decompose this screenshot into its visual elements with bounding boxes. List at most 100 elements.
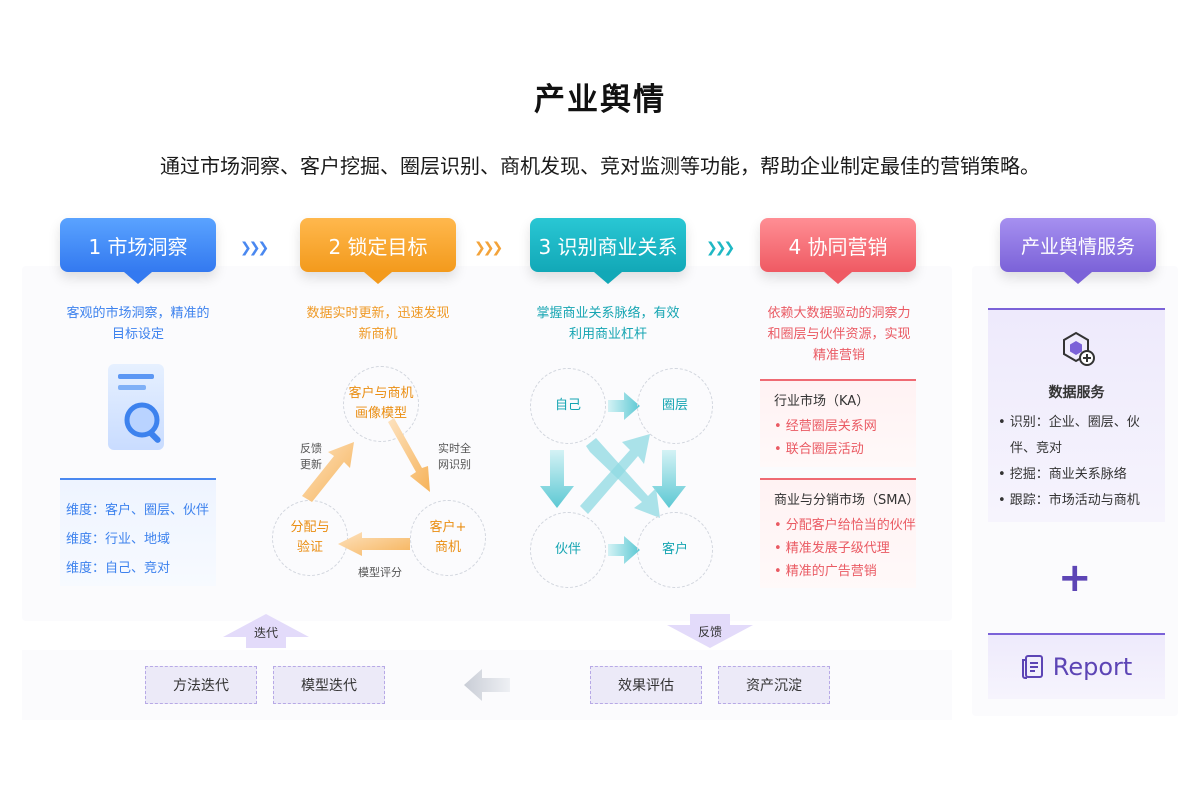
- step-lock-target: 2 锁定目标: [300, 218, 456, 284]
- description-line: 目标设定: [111, 327, 164, 342]
- service-item: • 挖掘：商业关系脉络: [998, 467, 1127, 482]
- step-label: 3 识别商业关系: [538, 234, 678, 259]
- service-item: • 识别：企业、圈层、伙: [998, 415, 1140, 430]
- feedback-label: 反馈: [697, 625, 722, 639]
- description-line: 精准营销: [812, 348, 865, 363]
- iterate-tag: 迭代: [222, 613, 310, 649]
- node-self: 自己: [530, 368, 606, 444]
- method-iteration-button[interactable]: 方法迭代: [145, 666, 257, 704]
- description-line: 新商机: [358, 327, 398, 342]
- ka-item: • 经营圈层关系网: [774, 419, 877, 434]
- edge-label-realtime: 实时全网识别: [438, 441, 471, 473]
- description-line: 利用商业杠杆: [568, 327, 647, 342]
- data-service-card: 数据服务 • 识别：企业、圈层、伙 伴、竞对 • 挖掘：商业关系脉络 • 跟踪：…: [988, 308, 1165, 522]
- edge-label-feedback: 反馈更新: [300, 441, 322, 473]
- service-item: 伴、竞对: [1010, 441, 1063, 456]
- left-arrow-icon: [464, 669, 510, 701]
- edge-label-line: 实时全: [438, 442, 471, 455]
- arrow-self-circle: [608, 392, 640, 420]
- description-line: 和圈层与伙伴资源，实现: [767, 327, 911, 342]
- arrow-self-customer: [586, 438, 660, 518]
- report-card: Report: [988, 633, 1165, 699]
- asset-accumulation-button[interactable]: 资产沉淀: [718, 666, 830, 704]
- arrow-feedback: [302, 442, 354, 502]
- feedback-tag: 反馈: [666, 613, 754, 649]
- cycle-arrows: [302, 418, 430, 556]
- description-line: 掌握商业关系脉络，有效: [536, 306, 680, 321]
- step-pointer: [594, 272, 622, 284]
- node-customer: 客户: [637, 512, 713, 588]
- dimension-item: 维度：行业、地域: [66, 532, 171, 547]
- step-pointer: [124, 272, 152, 284]
- lock-target-description: 数据实时更新，迅速发现 新商机: [290, 303, 466, 345]
- sma-item: • 分配客户给恰当的伙伴: [774, 518, 916, 533]
- description-line: 数据实时更新，迅速发现: [306, 306, 450, 321]
- plus-icon: +: [1058, 555, 1092, 601]
- document-search-icon: [108, 364, 164, 450]
- data-cube-icon: [1063, 331, 1095, 366]
- arrow-self-partner: [540, 450, 574, 508]
- relation-arrows: [540, 392, 686, 564]
- node-label: 验证: [296, 540, 323, 555]
- chevron-right-icon: ❯❯❯: [474, 240, 503, 256]
- ka-market-box: 行业市场（KA） • 经营圈层关系网 • 联合圈层活动: [760, 379, 916, 467]
- step-label: 1 市场洞察: [88, 234, 188, 259]
- data-service-list: • 识别：企业、圈层、伙 伴、竞对 • 挖掘：商业关系脉络 • 跟踪：市场活动与…: [998, 410, 1158, 514]
- step-pointer: [364, 272, 392, 284]
- identify-relations-description: 掌握商业关系脉络，有效 利用商业杠杆: [520, 303, 696, 345]
- arrow-model-score: [338, 532, 410, 556]
- chevron-right-icon: ❯❯❯: [240, 240, 269, 256]
- service-item: • 跟踪：市场活动与商机: [998, 493, 1140, 508]
- document-icon: [1021, 655, 1043, 679]
- step-label: 2 锁定目标: [328, 234, 428, 259]
- edge-label-model-score: 模型评分: [358, 566, 402, 579]
- chevron-right-icon: ❯❯❯: [706, 240, 735, 256]
- page-title: 产业舆情: [534, 82, 666, 118]
- ka-item: • 联合圈层活动: [774, 442, 864, 457]
- step-service: 产业舆情服务: [1000, 218, 1156, 284]
- dimension-item: 维度：自己、竞对: [66, 561, 171, 576]
- sma-item: • 精准的广告营销: [774, 564, 877, 579]
- node-circle: 圈层: [637, 368, 713, 444]
- step-market-insight: 1 市场洞察: [60, 218, 216, 284]
- step-pointer: [1064, 272, 1092, 284]
- edge-label-line: 网识别: [438, 458, 471, 471]
- description-line: 依赖大数据驱动的洞察力: [767, 306, 911, 321]
- step-identify-relations: 3 识别商业关系: [530, 218, 686, 284]
- dimension-item: 维度：客户、圈层、伙伴: [66, 503, 210, 518]
- arrow-partner-customer: [608, 536, 640, 564]
- edge-label-line: 反馈: [300, 442, 322, 455]
- page-subtitle: 通过市场洞察、客户挖掘、圈层识别、商机发现、竞对监测等功能，帮助企业制定最佳的营…: [160, 154, 1040, 178]
- arrow-realtime: [388, 418, 430, 492]
- step-collaborative-marketing: 4 协同营销: [760, 218, 916, 284]
- step-label: 4 协同营销: [788, 234, 888, 259]
- node-customer-opportunity-model: 客户与商机画像模型: [343, 366, 419, 442]
- iterate-label: 迭代: [253, 626, 278, 640]
- edge-label-line: 更新: [300, 458, 322, 471]
- node-label: 画像模型: [354, 406, 407, 421]
- node-partner: 伙伴: [530, 512, 606, 588]
- step-pointer: [824, 272, 852, 284]
- collaborative-marketing-description: 依赖大数据驱动的洞察力 和圈层与伙伴资源，实现 精准营销: [756, 303, 922, 366]
- ka-title: 行业市场（KA）: [774, 394, 870, 409]
- sma-title: 商业与分销市场（SMA）: [774, 493, 920, 508]
- up-arrow-shape: [223, 614, 309, 648]
- node-label: 商机: [434, 540, 461, 555]
- sma-item: • 精准发展子级代理: [774, 541, 890, 556]
- model-iteration-button[interactable]: 模型迭代: [273, 666, 385, 704]
- dimensions-box: 维度：客户、圈层、伙伴 维度：行业、地域 维度：自己、竞对: [60, 478, 216, 586]
- node-label: 分配与: [290, 520, 330, 535]
- sma-market-box: 商业与分销市场（SMA） • 分配客户给恰当的伙伴 • 精准发展子级代理 • 精…: [760, 478, 920, 588]
- arrow-partner-circle: [580, 434, 650, 514]
- node-label: 客户与商机: [348, 386, 414, 401]
- step-label: 产业舆情服务: [1020, 235, 1135, 258]
- down-arrow-shape: [667, 614, 753, 648]
- node-label: 客户+: [429, 520, 467, 535]
- description-line: 客观的市场洞察，精准的: [66, 306, 210, 321]
- arrow-circle-customer: [652, 450, 686, 508]
- node-customer-opportunity: 客户+ 商机: [410, 500, 486, 576]
- report-label: Report: [1052, 653, 1133, 681]
- effect-evaluation-button[interactable]: 效果评估: [590, 666, 702, 704]
- market-insight-description: 客观的市场洞察，精准的 目标设定: [60, 303, 216, 345]
- data-service-title: 数据服务: [1048, 385, 1105, 401]
